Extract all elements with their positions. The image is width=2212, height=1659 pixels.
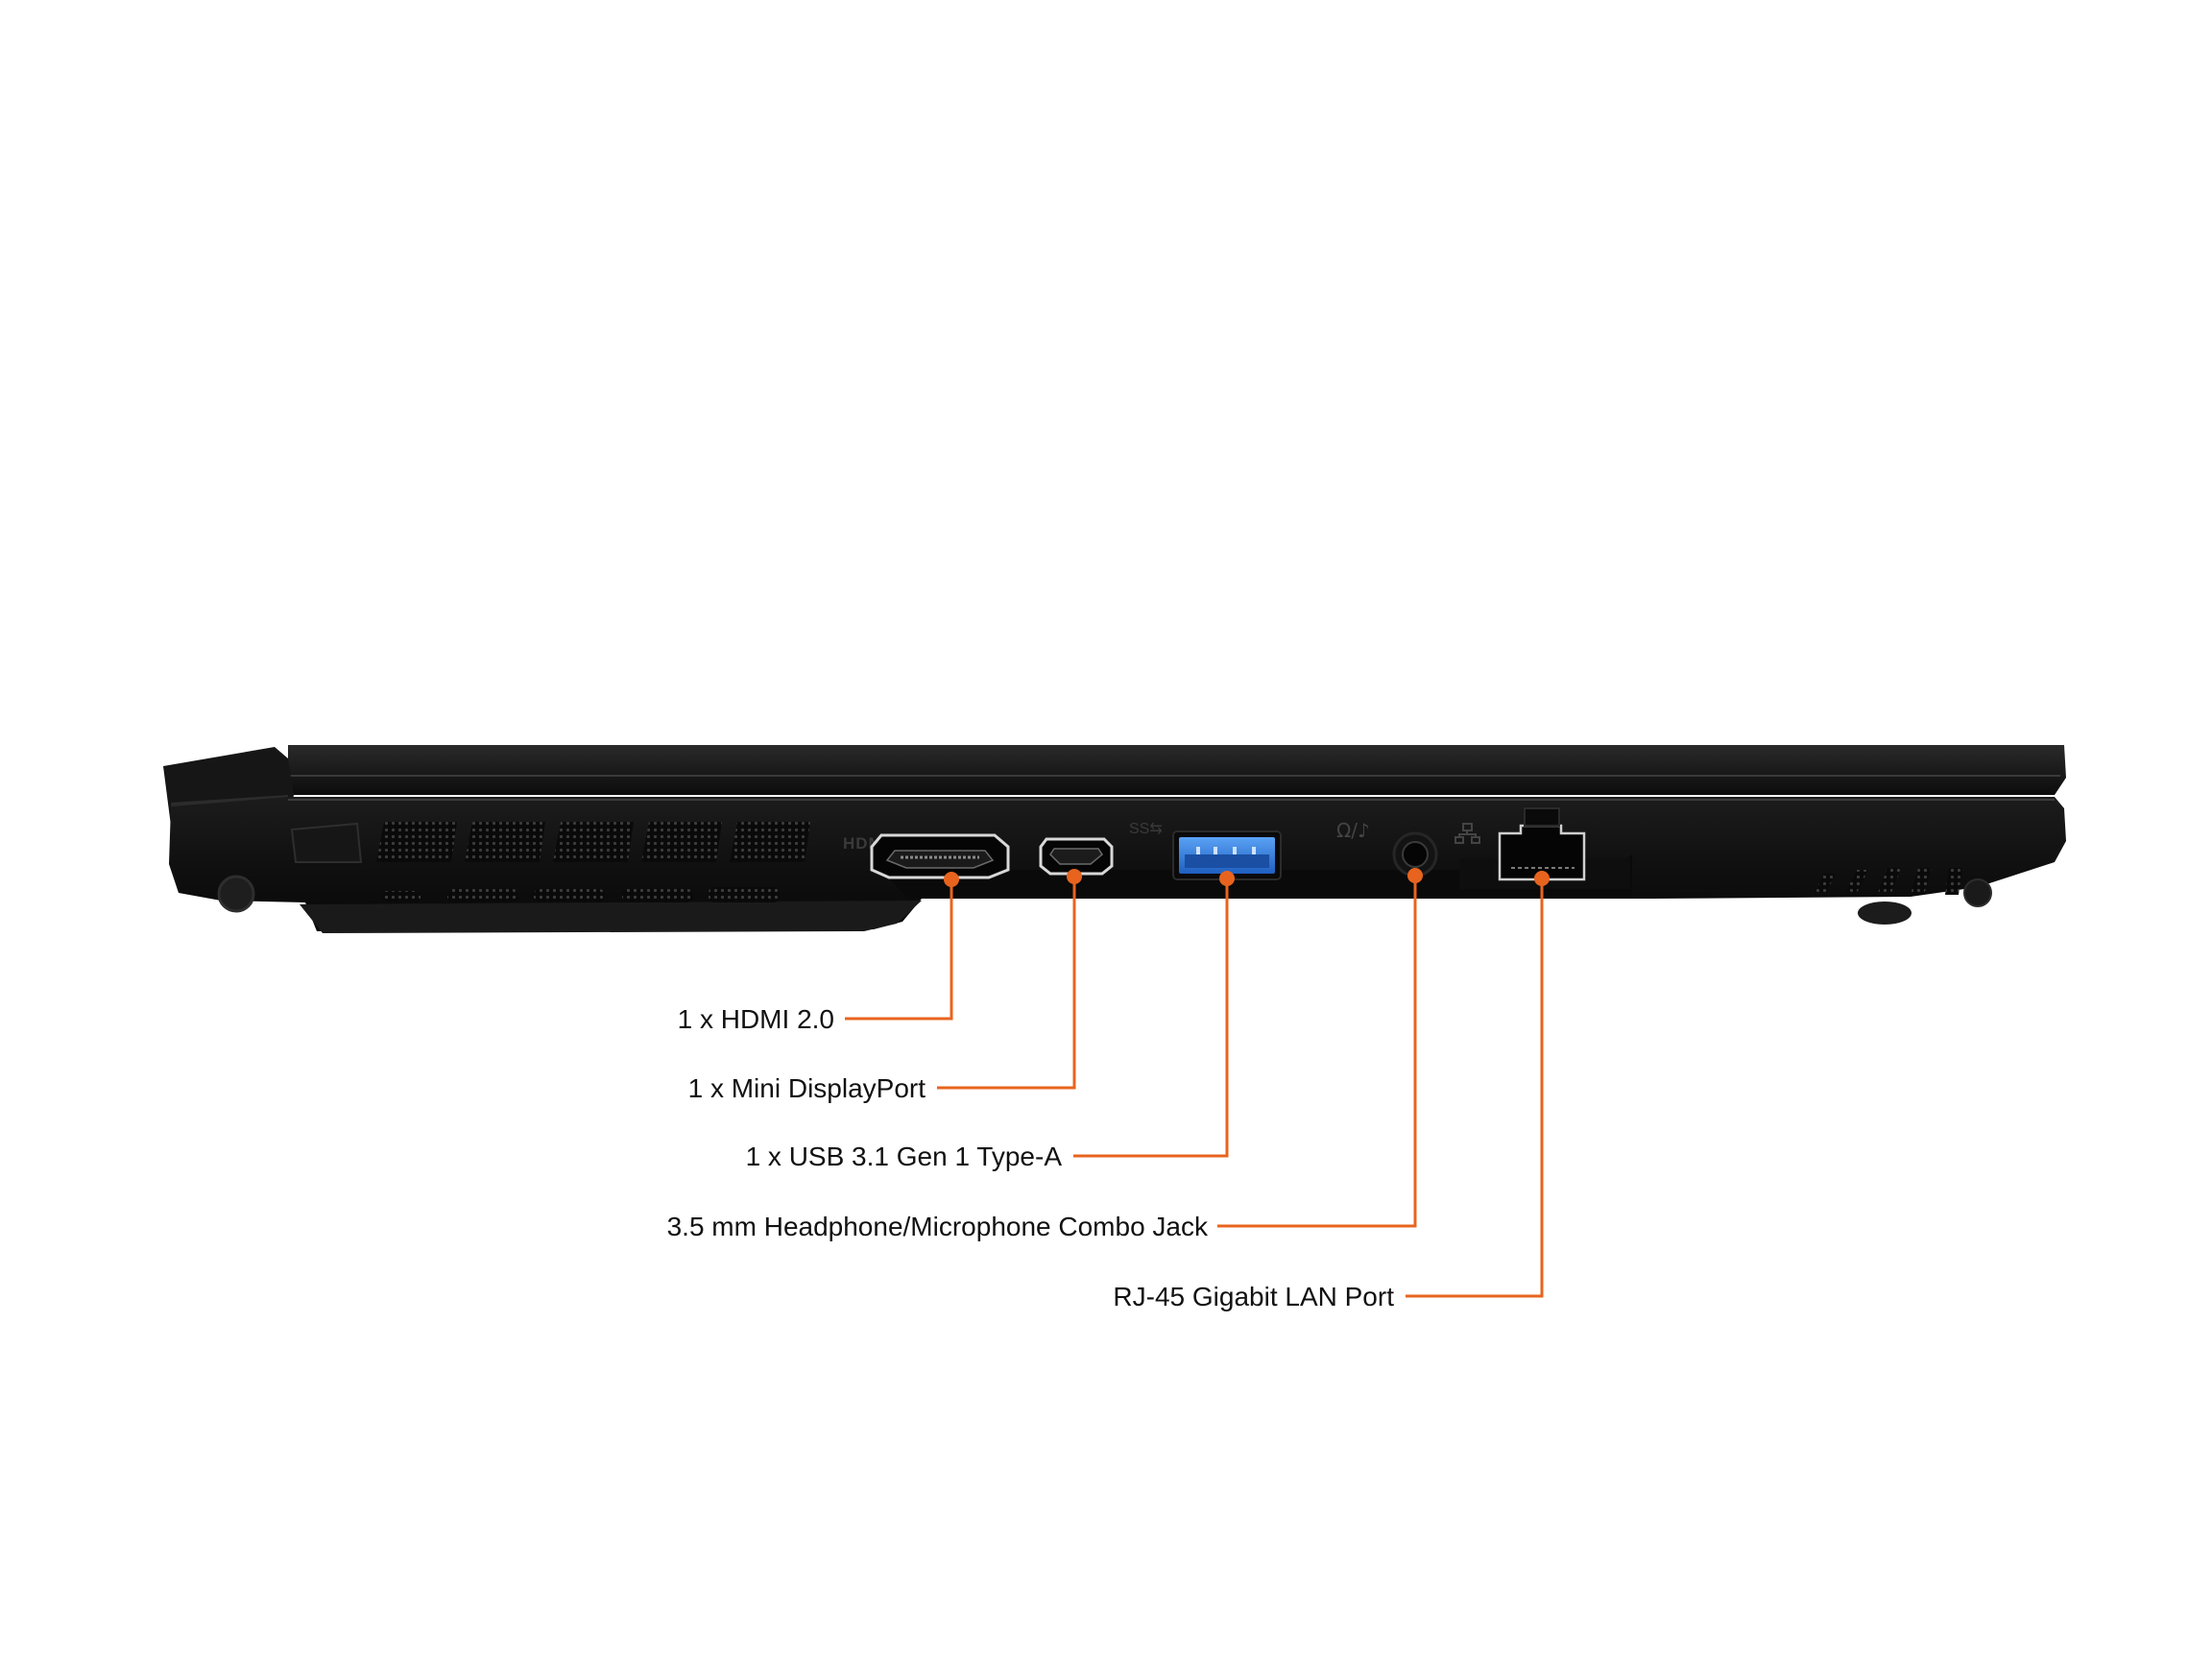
audio-jack-icon	[1392, 831, 1438, 878]
leader-dot-usb-a	[1219, 871, 1235, 886]
vent-upper-1	[376, 822, 457, 862]
leader-line-lan	[1406, 878, 1544, 1298]
lan-marking-icon	[1455, 823, 1480, 844]
audio-marking: Ω/♪	[1336, 819, 1370, 842]
vent-grilles	[290, 822, 1962, 902]
hdmi-port-icon	[870, 833, 1010, 879]
rj45-port-icon	[1498, 807, 1586, 881]
callout-label-lan: RJ-45 Gigabit LAN Port	[1113, 1282, 1394, 1311]
callout-labels: 1 x HDMI 2.0 1 x Mini DisplayPort 1 x US…	[667, 1004, 1395, 1311]
leader-line-audio	[1217, 876, 1417, 1228]
vent-lower-5	[709, 887, 780, 902]
front-vent-2	[1845, 870, 1868, 893]
usb-a-port-icon	[1172, 830, 1282, 880]
lower-shell	[300, 901, 922, 933]
leader-dot-mini-dp	[1067, 869, 1082, 884]
rear-foot	[217, 875, 255, 913]
leader-dot-hdmi	[944, 872, 959, 887]
vent-upper-5	[730, 822, 810, 862]
leader-line-mini-dp	[937, 877, 1076, 1090]
front-vent-5	[1945, 868, 1962, 895]
leader-line-usb-a	[1073, 878, 1229, 1158]
front-foot	[1858, 902, 1911, 925]
front-vent-1	[1815, 874, 1836, 893]
leader-line-hdmi	[845, 879, 953, 1021]
vent-lower-3	[534, 889, 605, 902]
callout-leaders	[845, 868, 1550, 1298]
vent-lower-1	[382, 891, 421, 902]
ports: HDMI SS⇆ Ω/♪	[843, 807, 1586, 881]
vent-upper-2	[465, 822, 545, 862]
front-vent-4	[1911, 868, 1932, 895]
callout-label-mini-dp: 1 x Mini DisplayPort	[688, 1073, 926, 1103]
callout-label-usb-a: 1 x USB 3.1 Gen 1 Type-A	[746, 1142, 1063, 1171]
vent-upper-3	[553, 822, 634, 862]
laptop-lid	[288, 745, 2066, 795]
leader-dot-audio	[1407, 868, 1423, 883]
vent-lower-4	[622, 889, 693, 902]
callout-label-audio: 3.5 mm Headphone/Microphone Combo Jack	[667, 1212, 1209, 1241]
vent-upper-4	[641, 822, 722, 862]
callout-label-hdmi: 1 x HDMI 2.0	[678, 1004, 834, 1034]
mini-displayport-icon	[1039, 837, 1114, 876]
vent-lower-2	[447, 889, 518, 902]
front-vent-3	[1878, 868, 1901, 893]
leader-dot-lan	[1534, 871, 1550, 886]
usb-marking: SS⇆	[1129, 821, 1163, 837]
